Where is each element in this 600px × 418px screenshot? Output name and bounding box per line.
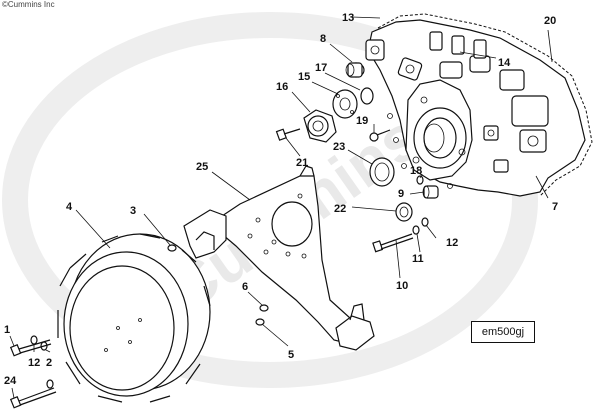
callout-25: 25 xyxy=(196,161,208,173)
callout-4: 4 xyxy=(66,201,73,213)
callout-18: 17 xyxy=(315,62,327,74)
part-23-seal xyxy=(369,157,395,187)
part-18-oring xyxy=(360,87,374,105)
callout-23: 23 xyxy=(333,141,345,153)
callout-8: 8 xyxy=(320,33,326,45)
callout-labels: 13 20 8 14 17 15 16 19 21 23 18 9 7 22 1… xyxy=(4,12,558,387)
part-12-washer-right xyxy=(421,217,429,227)
callout-24: 24 xyxy=(4,375,17,387)
part-11-washer xyxy=(412,225,420,235)
callout-17: 20 xyxy=(544,15,556,27)
part-6-washer xyxy=(259,304,269,312)
mounting-bracket xyxy=(183,165,375,351)
callout-6: 6 xyxy=(242,281,248,293)
part-21-screw xyxy=(275,128,301,141)
callout-3: 3 xyxy=(130,205,136,217)
copyright-text: ©Cummins Inc xyxy=(2,0,55,9)
callout-22: 22 xyxy=(334,203,346,215)
callout-12-right: 12 xyxy=(446,237,458,249)
part-22-seal xyxy=(395,202,413,222)
callout-9: 9 xyxy=(398,188,404,200)
part-15-gasket xyxy=(332,89,358,119)
part-12-washer-left xyxy=(30,335,38,345)
callout-14: 14 xyxy=(498,57,511,69)
leader-lines xyxy=(9,16,553,399)
callout-21: 21 xyxy=(296,157,308,169)
part-9-bushing xyxy=(422,185,439,199)
callout-16: 16 xyxy=(276,81,288,93)
callout-13: 13 xyxy=(342,12,354,24)
flywheel-housing xyxy=(57,233,211,403)
part-24-bolt xyxy=(9,379,57,409)
part-5-washer xyxy=(255,318,265,326)
part-10-bolt xyxy=(372,233,414,253)
callout-1: 1 xyxy=(4,324,10,336)
callout-20: 19 xyxy=(356,115,368,127)
callout-19: 18 xyxy=(410,165,422,177)
gear-housing xyxy=(365,13,593,197)
part-16-cover xyxy=(303,109,337,143)
part-19-washer xyxy=(416,175,424,185)
callout-12-left: 12 xyxy=(28,357,40,369)
part-8-bushing xyxy=(345,62,365,78)
callout-11: 11 xyxy=(412,253,424,265)
callout-10: 10 xyxy=(396,280,408,292)
callout-2: 2 xyxy=(46,357,52,369)
callout-5: 5 xyxy=(288,349,294,361)
figure-id-box: em500gj xyxy=(471,321,535,343)
callout-15: 15 xyxy=(298,71,310,83)
part-3-pin xyxy=(167,244,177,252)
part-2-washer xyxy=(40,341,48,351)
callout-7: 7 xyxy=(552,201,558,213)
